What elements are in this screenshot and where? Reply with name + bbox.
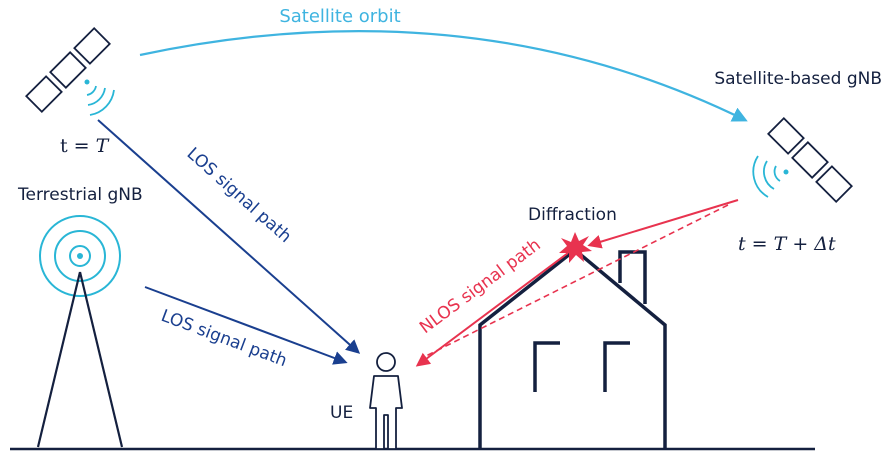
nlos-incoming-arrow (587, 199, 739, 249)
satellite-orbit-arc (139, 30, 748, 122)
satellite-left-icon (25, 27, 111, 113)
satellite-orbit-label: Satellite orbit (279, 6, 400, 27)
los-satellite-arrow (97, 119, 361, 354)
satellite-gnb-label: Satellite-based gNB (714, 69, 882, 89)
house-icon (478, 247, 667, 449)
terrestrial-gnb-label: Terrestrial gNB (17, 185, 143, 205)
terrestrial-signal-icon (39, 215, 121, 297)
diffraction-label: Diffraction (528, 205, 617, 225)
ue-label: UE (330, 403, 353, 423)
los-terrestrial-arrow (144, 286, 348, 365)
blocked-direct-path (425, 204, 729, 357)
time-t-label: t = T (60, 135, 110, 157)
time-dt-label: t = T + Δt (738, 233, 836, 255)
satellite-right-icon (767, 117, 853, 203)
los-satellite-label: LOS signal path (183, 144, 295, 247)
person-icon (369, 352, 403, 450)
signal-waves-right-icon (752, 155, 789, 198)
signal-waves-left-icon (84, 79, 115, 116)
nlos-diffracted-arrow (415, 252, 569, 367)
diffraction-burst-icon (559, 232, 592, 263)
antenna-tower-icon (36, 271, 124, 448)
